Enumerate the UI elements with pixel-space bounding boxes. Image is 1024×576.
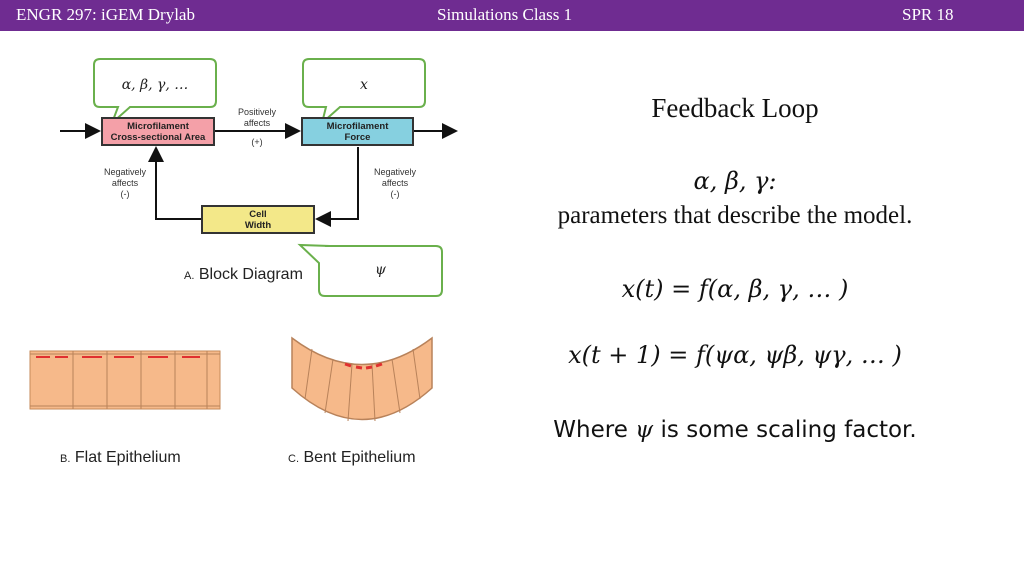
params-description: parameters that describe the model.	[557, 202, 913, 229]
slide-topic: Simulations Class 1	[437, 5, 573, 24]
negative-right-sign: (-)	[390, 189, 400, 199]
negative-left-sign: (-)	[120, 189, 130, 199]
positive-sign: (+)	[251, 137, 263, 147]
cell-box-line2: Width	[244, 219, 272, 231]
flat-epithelium-graphic	[29, 350, 221, 410]
callout-x-bubble	[302, 58, 426, 126]
callout-psi-text: ψ	[375, 262, 386, 278]
area-box-line2: Cross-sectional Area	[110, 131, 206, 143]
caption-bent-epithelium: C. Bent Epithelium	[288, 449, 416, 467]
caption-flat-epithelium: B. Flat Epithelium	[60, 449, 181, 467]
negative-left-label: Negatively affects (-)	[92, 167, 158, 200]
cell-box-line1: Cell	[249, 208, 267, 220]
positive-label-line1: Positively	[237, 107, 276, 117]
figure-panel: Microfilament Cross-sectional Area Micro…	[0, 31, 470, 576]
where-suffix: is some scaling factor.	[653, 417, 917, 443]
negative-left-line1: Negatively	[103, 167, 147, 177]
scaling-factor-note: Where ψ is some scaling factor.	[470, 417, 1000, 443]
force-box-line1: Microfilament	[326, 120, 389, 132]
microfilament-area-box: Microfilament Cross-sectional Area	[101, 117, 215, 146]
psi-symbol: ψ	[635, 417, 654, 443]
negative-right-line1: Negatively	[373, 167, 417, 177]
negative-right-line2: affects	[381, 178, 409, 188]
block-diagram-arrows	[29, 58, 458, 422]
equation-next: x(t + 1) = f(ψα, ψβ, ψγ, … )	[568, 341, 902, 369]
negative-right-label: Negatively affects (-)	[362, 167, 428, 200]
cell-width-box: Cell Width	[201, 205, 315, 234]
callout-psi-bubble	[297, 243, 443, 297]
positive-label-line2: affects	[243, 118, 271, 128]
area-box-line1: Microfilament	[127, 120, 189, 132]
callout-params-bubble	[93, 58, 217, 124]
course-title: ENGR 297: iGEM Drylab	[16, 5, 195, 24]
caption-a-letter: A.	[184, 270, 195, 282]
caption-c-text: Bent Epithelium	[303, 449, 416, 466]
force-box-line2: Force	[344, 131, 371, 143]
caption-b-letter: B.	[60, 453, 71, 465]
force-to-cell-arrow	[315, 147, 359, 227]
caption-a-text: Block Diagram	[198, 266, 303, 283]
term-label: SPR 18	[902, 5, 954, 24]
callout-params-text: α, β, γ, …	[121, 77, 189, 93]
caption-b-text: Flat Epithelium	[74, 449, 181, 466]
slide-title: Feedback Loop	[651, 93, 819, 123]
callout-x-text: x	[360, 77, 368, 93]
header-bar: ENGR 297: iGEM Drylab Simulations Class …	[0, 0, 1024, 31]
equation-current: x(t) = f(α, β, γ, … )	[621, 275, 849, 303]
microfilament-force-box: Microfilament Force	[301, 117, 414, 146]
where-prefix: Where	[553, 417, 636, 443]
cell-to-area-arrow	[148, 146, 201, 220]
caption-block-diagram: A. Block Diagram	[184, 266, 303, 284]
positive-label: Positively affects	[226, 107, 288, 129]
caption-c-letter: C.	[288, 453, 299, 465]
negative-left-line2: affects	[111, 178, 139, 188]
params-symbols: α, β, γ:	[693, 167, 777, 195]
bent-epithelium-graphic	[291, 336, 433, 422]
